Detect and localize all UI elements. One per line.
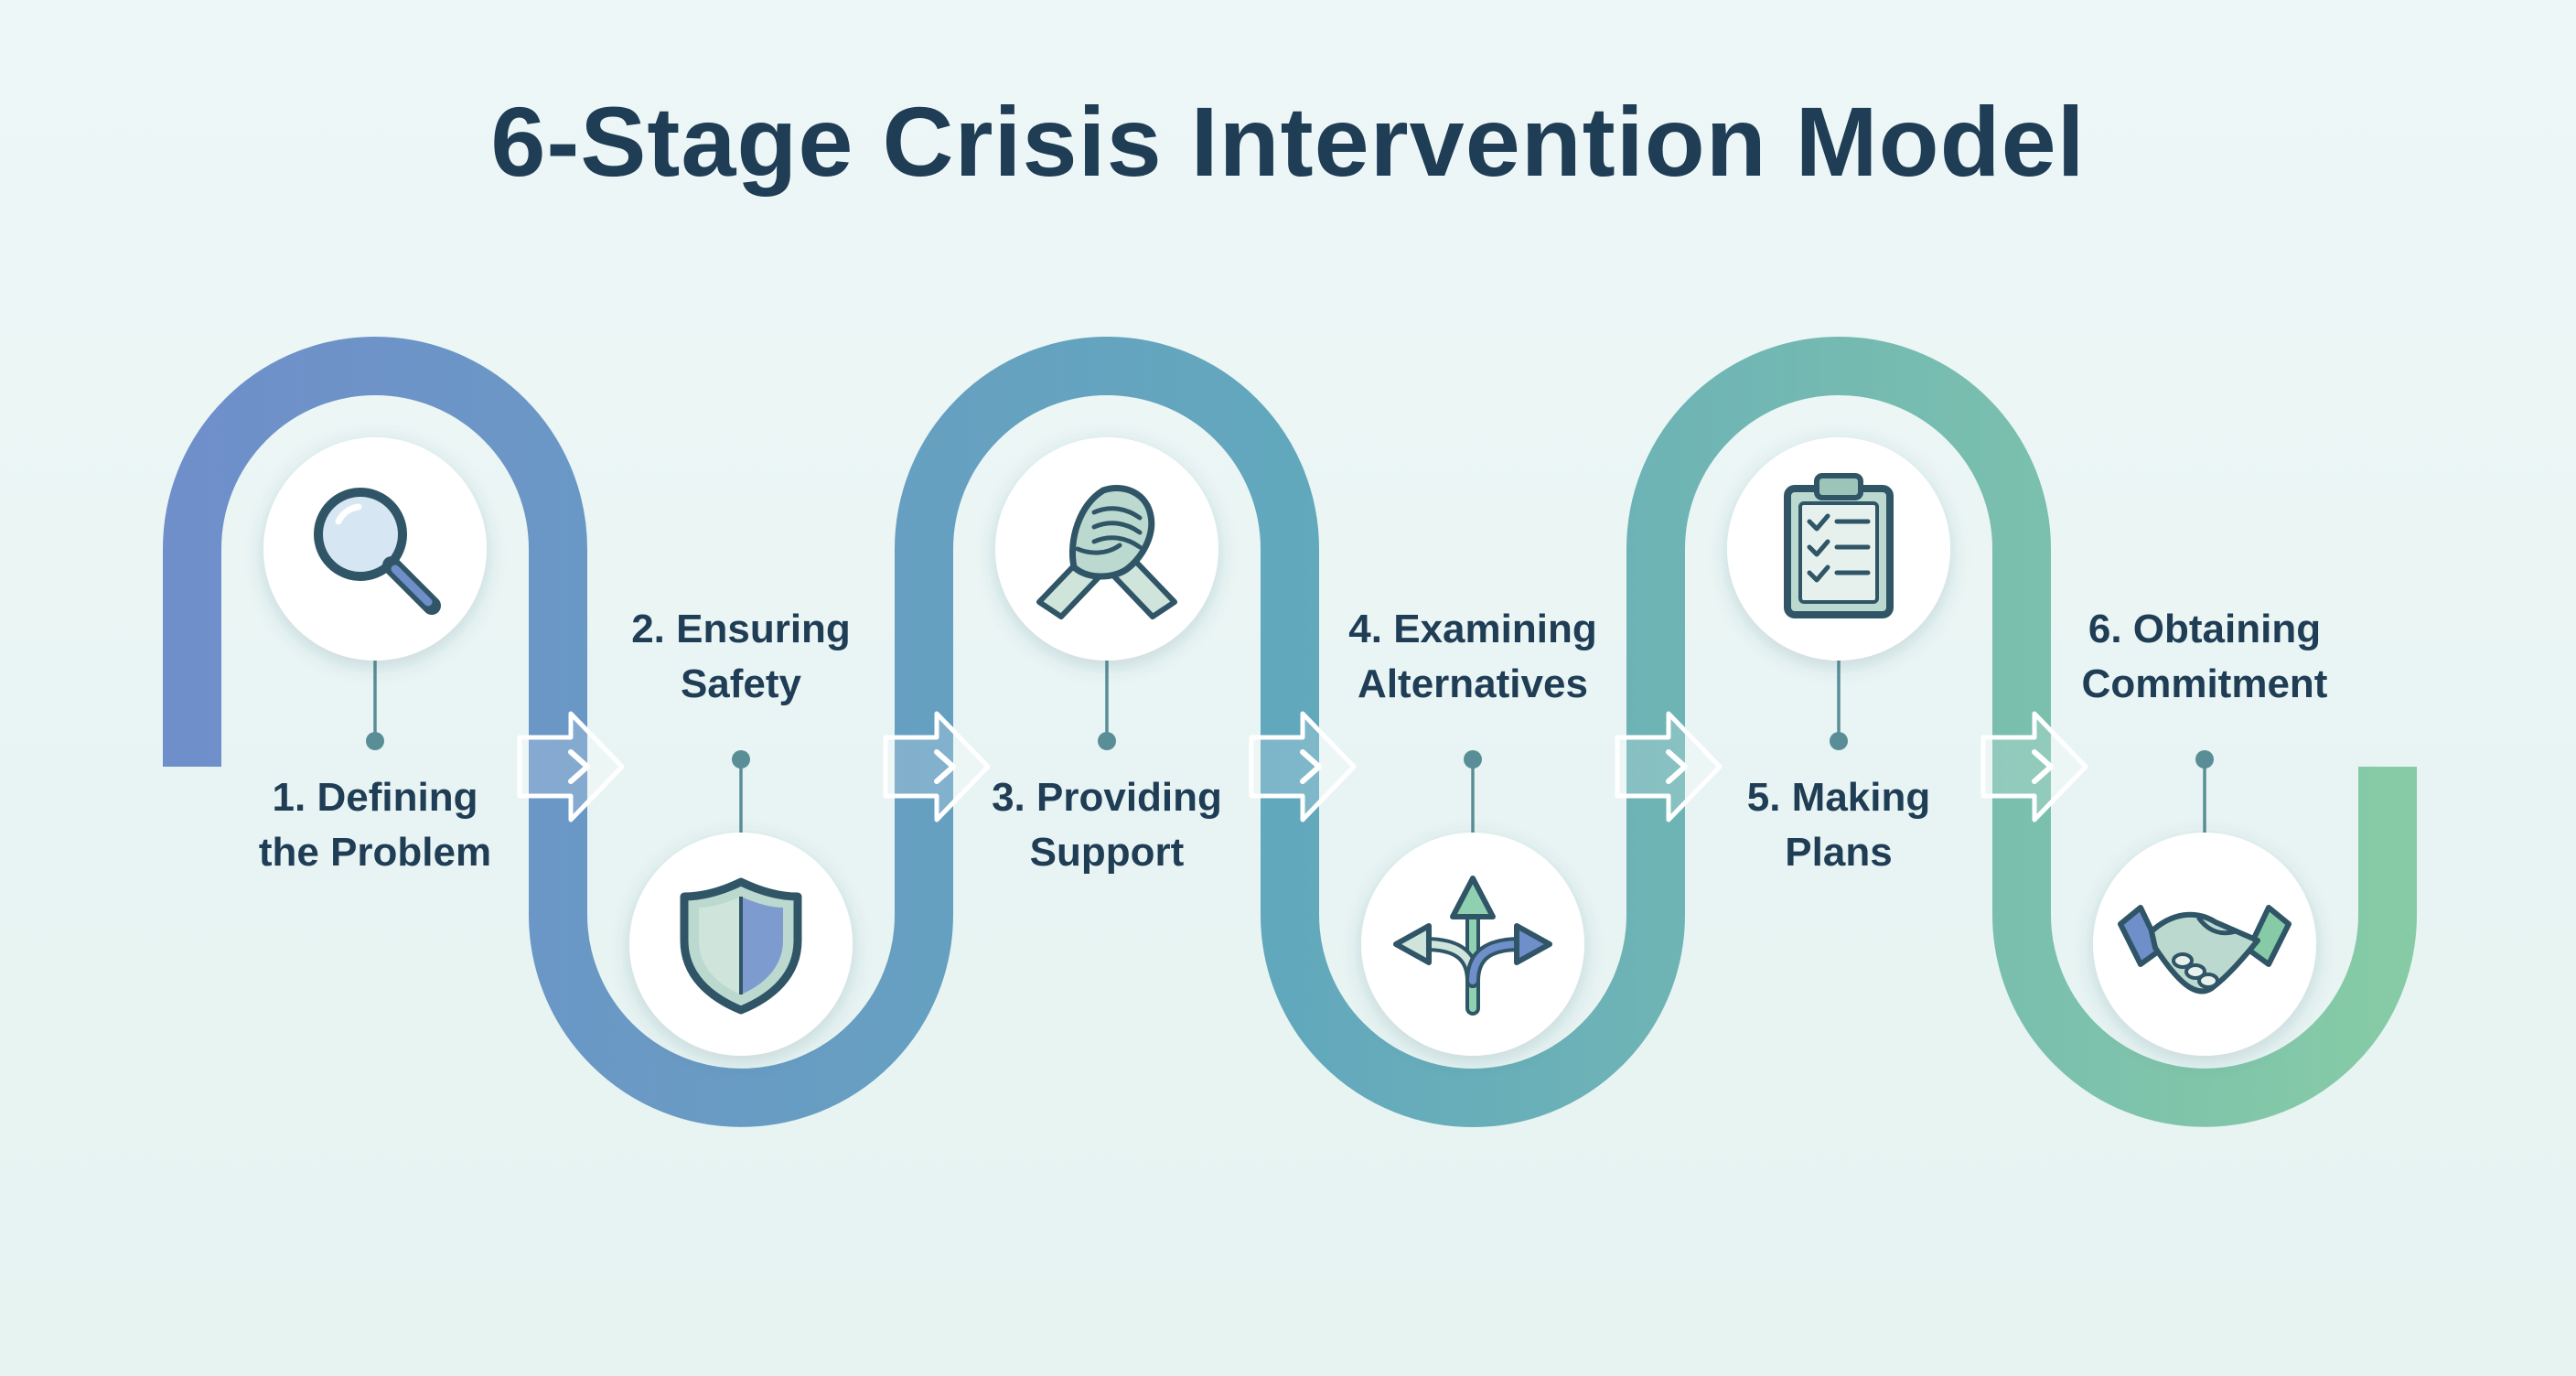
stage-4-connector-dot xyxy=(1464,750,1482,769)
stage-2-connector-dot xyxy=(732,750,750,769)
stage-3-label-line1: 3. Providing xyxy=(992,775,1222,820)
stage-5-label-line1: 5. Making xyxy=(1746,775,1931,820)
stage-1-connector-dot xyxy=(366,732,384,750)
handshake-icon xyxy=(2118,905,2292,994)
stage-4-label-line1: 4. Examining xyxy=(1348,607,1597,651)
stage-3-badge xyxy=(995,437,1218,661)
stage-3-connector-dot xyxy=(1098,732,1116,750)
branching-arrows-icon xyxy=(1393,876,1552,1016)
connector-arrow-4 xyxy=(1615,711,1723,822)
stage-6-label-line1: 6. Obtaining xyxy=(2088,607,2322,651)
stage-4-label-line2: Alternatives xyxy=(1358,661,1588,706)
stage-6-badge xyxy=(2093,833,2316,1056)
stage-2-label-line1: 2. Ensuring xyxy=(631,607,851,651)
magnifier-icon xyxy=(314,488,441,615)
stage-1-badge xyxy=(263,437,487,661)
stage-6-connector-dot xyxy=(2195,750,2214,769)
connector-arrow-2 xyxy=(883,711,991,822)
stage-2-label-line2: Safety xyxy=(680,661,802,706)
serpentine-path xyxy=(163,337,2417,1127)
stage-1-label: 1. Defining the Problem xyxy=(201,770,549,880)
stage-4-badge xyxy=(1361,833,1584,1056)
connector-arrow-1 xyxy=(517,711,625,822)
stage-3-label-line2: Support xyxy=(1029,830,1185,875)
diagram-title: 6-Stage Crisis Intervention Model xyxy=(490,86,2086,197)
stage-5-connector-dot xyxy=(1830,732,1848,750)
stage-1-label-line1: 1. Defining xyxy=(272,775,478,820)
stage-5-badge xyxy=(1727,437,1950,661)
stage-2-badge xyxy=(629,833,853,1056)
stage-5-label-line2: Plans xyxy=(1785,830,1893,875)
shield-icon xyxy=(680,877,802,1015)
clasped-hands-icon xyxy=(1036,485,1177,619)
clipboard-checklist-icon xyxy=(1784,473,1894,618)
stage-1-label-line2: the Problem xyxy=(258,830,492,875)
connector-arrow-3 xyxy=(1249,711,1357,822)
stage-6-label-line2: Commitment xyxy=(2081,661,2328,706)
connector-arrow-5 xyxy=(1980,711,2088,822)
